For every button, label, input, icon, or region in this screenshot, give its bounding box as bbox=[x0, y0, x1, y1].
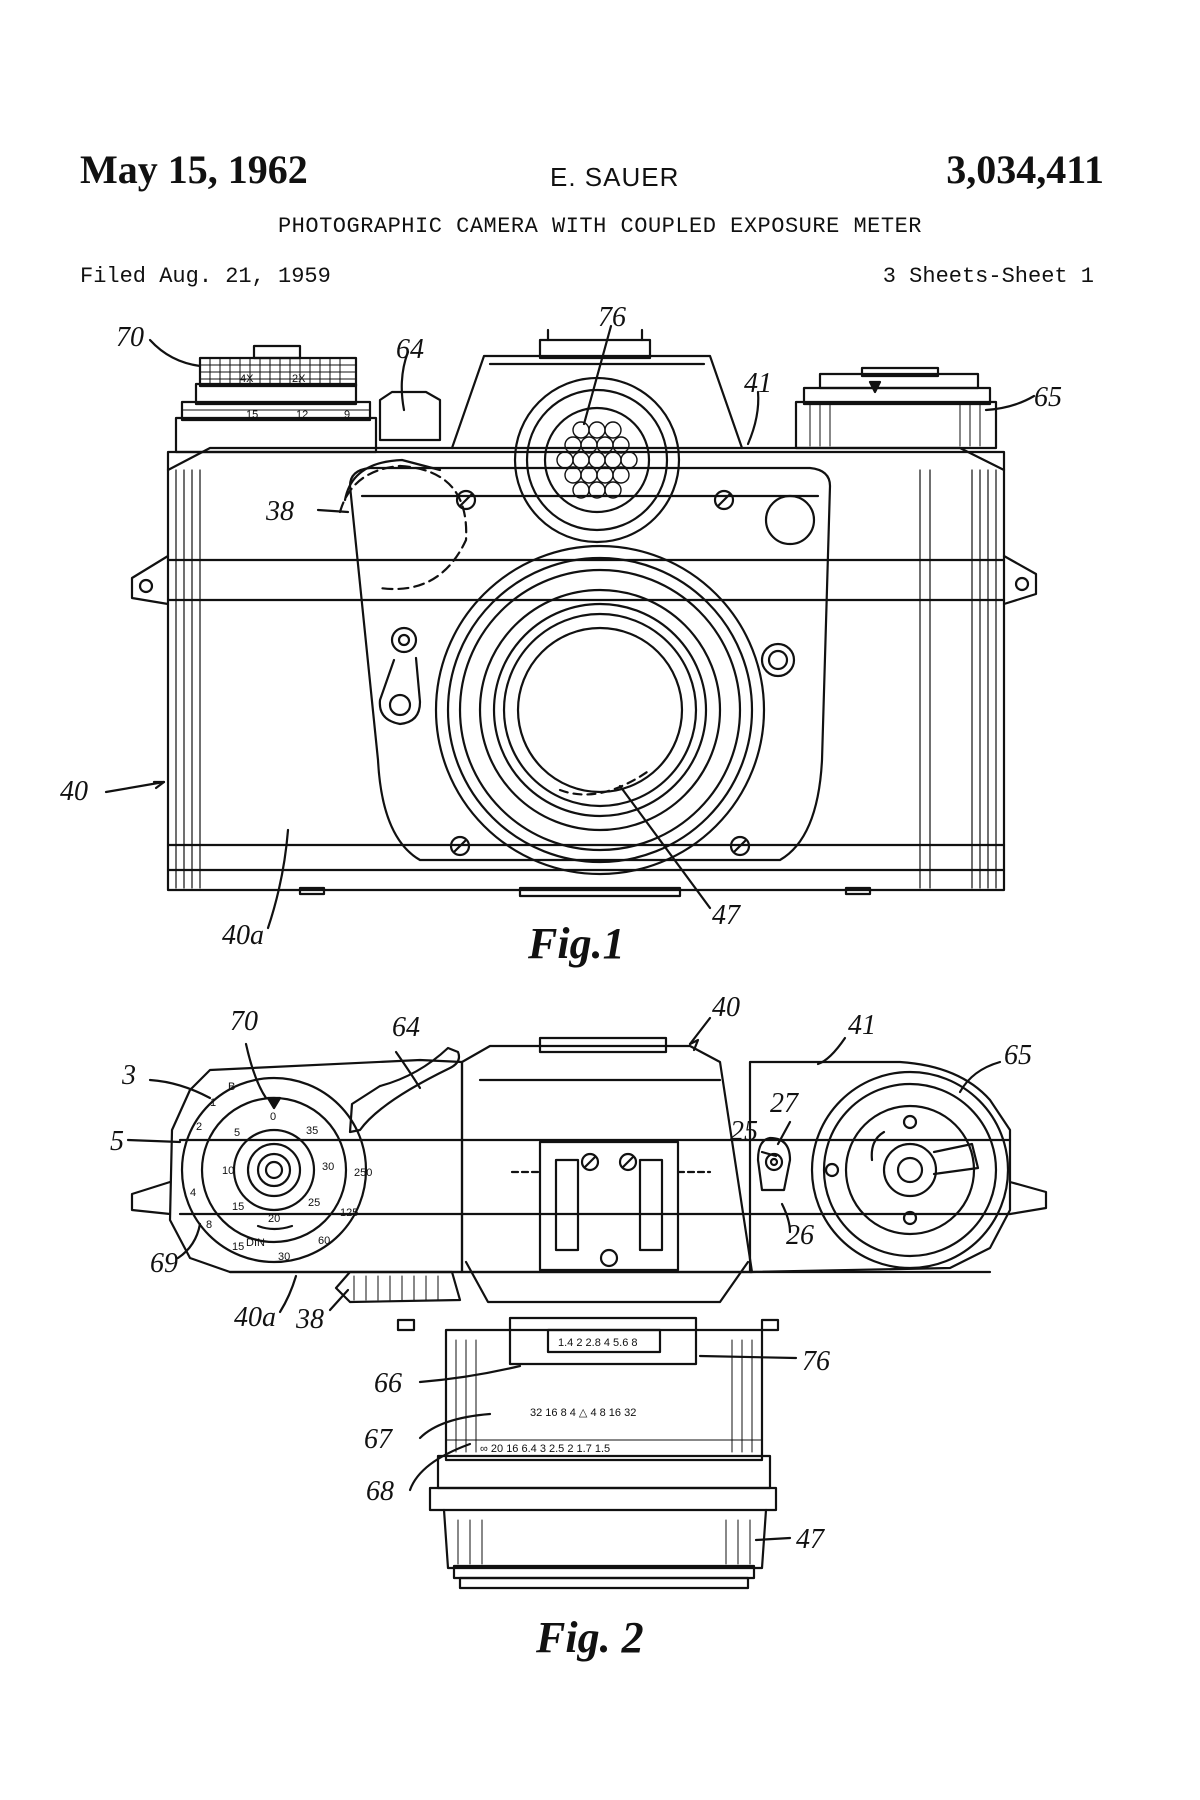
fig2-ref-70: 70 bbox=[230, 1006, 258, 1037]
film-dial-5: 5 bbox=[234, 1127, 240, 1139]
speed-dial-8: 8 bbox=[206, 1219, 212, 1231]
film-dial-0: 0 bbox=[270, 1111, 276, 1123]
fig1-ref-76: 76 bbox=[598, 302, 626, 333]
fig2-ref-5: 5 bbox=[110, 1126, 124, 1157]
film-dial-15: 15 bbox=[232, 1201, 244, 1213]
aperture-scale: 1.4 2 2.8 4 5.6 8 bbox=[558, 1337, 638, 1349]
speed-dial-4: 4 bbox=[190, 1187, 196, 1199]
inventor-name: E. SAUER bbox=[550, 162, 680, 192]
fig2-ref-25: 25 bbox=[730, 1116, 758, 1147]
fig2-ref-3: 3 bbox=[121, 1060, 136, 1091]
fig1-mark-2x: 2X bbox=[292, 373, 306, 385]
fig2-ref-65: 65 bbox=[1004, 1040, 1032, 1071]
film-dial-din: DIN bbox=[246, 1237, 265, 1249]
speed-dial-30: 30 bbox=[278, 1251, 290, 1263]
fig2-ref-41: 41 bbox=[848, 1010, 876, 1041]
fig2-ref-47: 47 bbox=[796, 1524, 825, 1555]
fig1-caption: Fig.1 bbox=[527, 919, 625, 968]
sheet-number: 3 Sheets-Sheet 1 bbox=[882, 264, 1094, 289]
fig2-ref-40: 40 bbox=[712, 992, 740, 1023]
speed-dial-125: 125 bbox=[340, 1207, 358, 1219]
fig1-ref-64: 64 bbox=[396, 334, 424, 365]
fig1-ref-47: 47 bbox=[712, 900, 741, 931]
fig2-ref-26: 26 bbox=[786, 1220, 814, 1251]
film-dial-35: 35 bbox=[306, 1125, 318, 1137]
fig1-mark-12: 12 bbox=[296, 409, 308, 421]
patent-date: May 15, 1962 bbox=[80, 147, 308, 192]
speed-dial-b: B bbox=[228, 1081, 235, 1093]
fig1-ref-40: 40 bbox=[60, 776, 88, 807]
fig1-mark-4x: 4X bbox=[240, 373, 254, 385]
fig2-ref-27: 27 bbox=[770, 1088, 799, 1119]
fig2-camera-top bbox=[126, 1016, 1048, 1590]
patent-number: 3,034,411 bbox=[946, 147, 1104, 192]
fig2-ref-69: 69 bbox=[150, 1248, 178, 1279]
film-dial-10: 10 bbox=[222, 1165, 234, 1177]
film-dial-30: 30 bbox=[322, 1161, 334, 1173]
fig2-ref-76: 76 bbox=[802, 1346, 830, 1377]
fig1-ref-40a: 40a bbox=[222, 920, 264, 951]
speed-dial-2: 2 bbox=[196, 1121, 202, 1133]
fig1-ref-41: 41 bbox=[744, 368, 772, 399]
speed-dial-15: 15 bbox=[232, 1241, 244, 1253]
fig1-ref-70: 70 bbox=[116, 322, 144, 353]
film-dial-25: 25 bbox=[308, 1197, 320, 1209]
fig2-ref-64: 64 bbox=[392, 1012, 420, 1043]
speed-dial-60: 60 bbox=[318, 1235, 330, 1247]
fig2-ref-38: 38 bbox=[295, 1304, 324, 1335]
fig2-ref-67: 67 bbox=[364, 1424, 393, 1455]
fig2-ref-40a: 40a bbox=[234, 1302, 276, 1333]
distance-scale: ∞ 20 16 6.4 3 2.5 2 1.7 1.5 bbox=[480, 1443, 610, 1455]
fig1-ref-38: 38 bbox=[265, 496, 294, 527]
fig1-mark-9: 9 bbox=[344, 409, 350, 421]
fig2-ref-66: 66 bbox=[374, 1368, 402, 1399]
depth-of-field-scale: 32 16 8 4 △ 4 8 16 32 bbox=[530, 1407, 636, 1419]
fig1-camera-front bbox=[104, 324, 1038, 930]
fig2-ref-68: 68 bbox=[366, 1476, 394, 1507]
filed-date: Filed Aug. 21, 1959 bbox=[80, 264, 331, 289]
patent-title: PHOTOGRAPHIC CAMERA WITH COUPLED EXPOSUR… bbox=[277, 214, 922, 239]
speed-dial-250: 250 bbox=[354, 1167, 372, 1179]
fig1-mark-15: 15 bbox=[246, 409, 258, 421]
speed-dial-1: 1 bbox=[210, 1097, 216, 1109]
fig1-ref-65: 65 bbox=[1034, 382, 1062, 413]
fig2-caption: Fig. 2 bbox=[535, 1613, 644, 1662]
film-dial-20: 20 bbox=[268, 1213, 280, 1225]
